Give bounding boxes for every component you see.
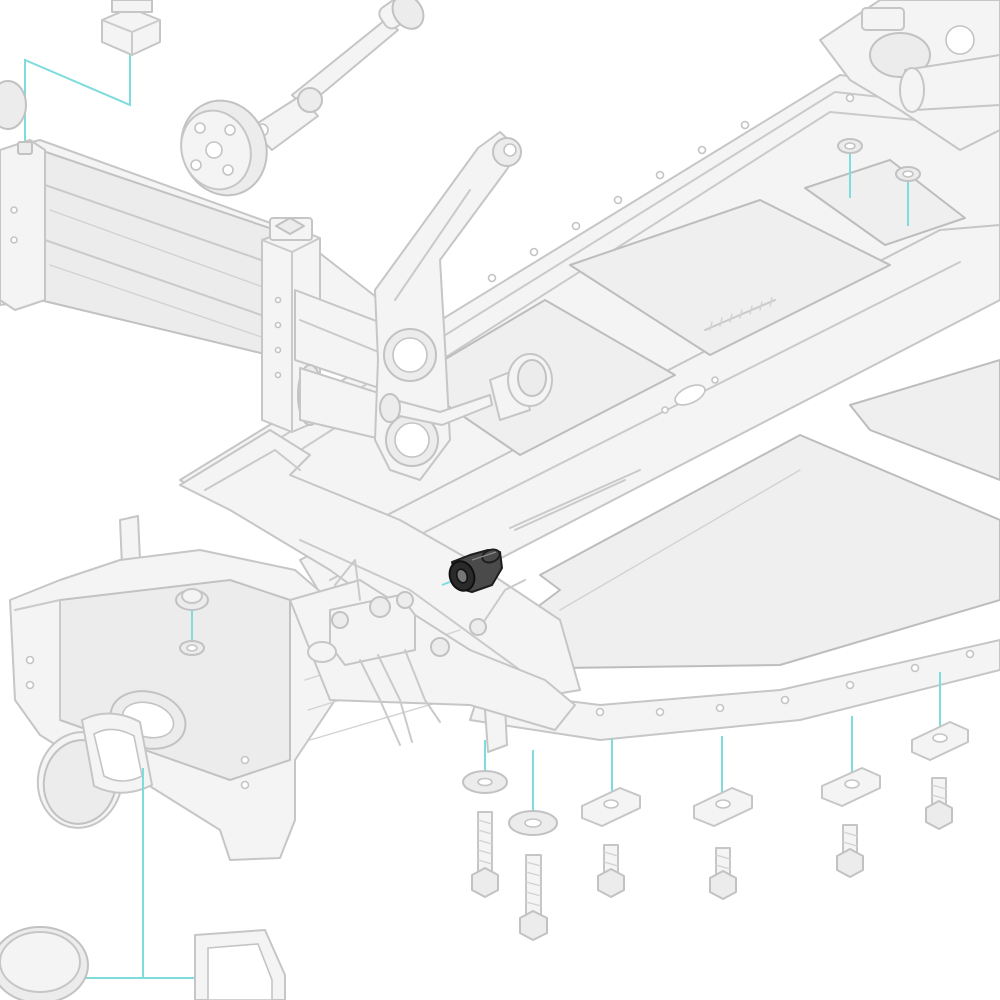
steering-box-mount (9, 515, 576, 861)
brake-distribution-block (307, 559, 526, 746)
clip-nut (581, 738, 641, 827)
bolt (471, 811, 499, 898)
clip-nut (693, 736, 753, 827)
bolt (836, 824, 864, 878)
grommet-highlighted (441, 548, 503, 593)
engine-mount-assembly (819, 0, 1000, 151)
access-cover-lower (0, 926, 89, 1000)
steering-shaft (249, 0, 425, 151)
bolt (597, 844, 625, 898)
rubber-bushing (379, 353, 553, 426)
clip-nut (821, 716, 881, 807)
floor-pan-panel (409, 159, 1000, 669)
top-mount-washers (837, 138, 921, 226)
steering-coupler (180, 99, 268, 197)
bolt (925, 777, 953, 830)
bolt (709, 847, 737, 900)
crossmember-tube (0, 0, 401, 441)
gasket-lower (194, 929, 286, 1000)
clip-nut (911, 672, 969, 761)
gasket (81, 712, 153, 794)
bolt (519, 854, 548, 941)
washer (462, 740, 508, 794)
rail-holes (595, 649, 975, 717)
pitman-arm (374, 131, 522, 481)
washer (508, 750, 558, 836)
